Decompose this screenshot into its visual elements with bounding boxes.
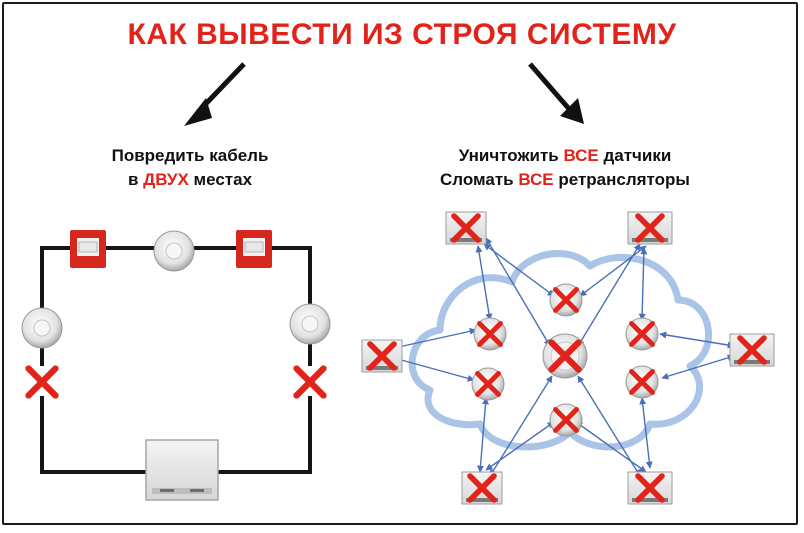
- smoke-detector-icon: [542, 333, 588, 379]
- page-title: КАК ВЫВЕСТИ ИЗ СТРОЯ СИСТЕМУ: [127, 18, 677, 51]
- right-caption: Уничтожить ВСЕ датчики Сломать ВСЕ ретра…: [390, 144, 740, 192]
- cable-loop: [40, 246, 312, 474]
- repeater-icon: [627, 211, 673, 245]
- repeater-icon: [461, 471, 503, 505]
- repeater-icon: [627, 471, 673, 505]
- left-caption-line1: Повредить кабель: [111, 146, 269, 165]
- smoke-detector-icon: [549, 283, 583, 317]
- smoke-detector-icon: [289, 303, 331, 345]
- radio-links: [393, 237, 735, 477]
- right-caption-line1: Уничтожить ВСЕ датчики: [458, 146, 672, 165]
- smoke-detector-icon: [625, 317, 659, 351]
- smoke-detector-icon: [21, 307, 63, 349]
- left-caption: Повредить кабель в ДВУХ местах: [60, 144, 320, 192]
- arrow-down-left-icon: [184, 62, 246, 126]
- red-cross-icon: [29, 366, 56, 396]
- repeater-icon: [361, 339, 403, 373]
- smoke-detector-icon: [625, 365, 659, 399]
- manual-call-point-icon: [236, 230, 272, 268]
- arrow-down-right-icon: [528, 62, 584, 124]
- manual-call-point-icon: [70, 230, 106, 268]
- smoke-detector-icon: [153, 230, 195, 272]
- control-panel-icon: [145, 439, 219, 501]
- right-caption-line2: Сломать ВСЕ ретрансляторы: [440, 170, 690, 189]
- diagram-frame: [2, 2, 798, 525]
- smoke-detector-icon: [471, 367, 505, 401]
- repeater-icon: [445, 211, 487, 245]
- repeater-icon: [729, 333, 775, 367]
- right-caption-highlight-1: ВСЕ: [563, 146, 599, 165]
- left-caption-line2: в ДВУХ местах: [127, 170, 253, 189]
- left-caption-highlight: ДВУХ: [143, 170, 189, 189]
- smoke-detector-icon: [549, 403, 583, 437]
- smoke-detector-icon: [473, 317, 507, 351]
- red-cross-icon: [297, 366, 324, 396]
- right-caption-highlight-2: ВСЕ: [518, 170, 554, 189]
